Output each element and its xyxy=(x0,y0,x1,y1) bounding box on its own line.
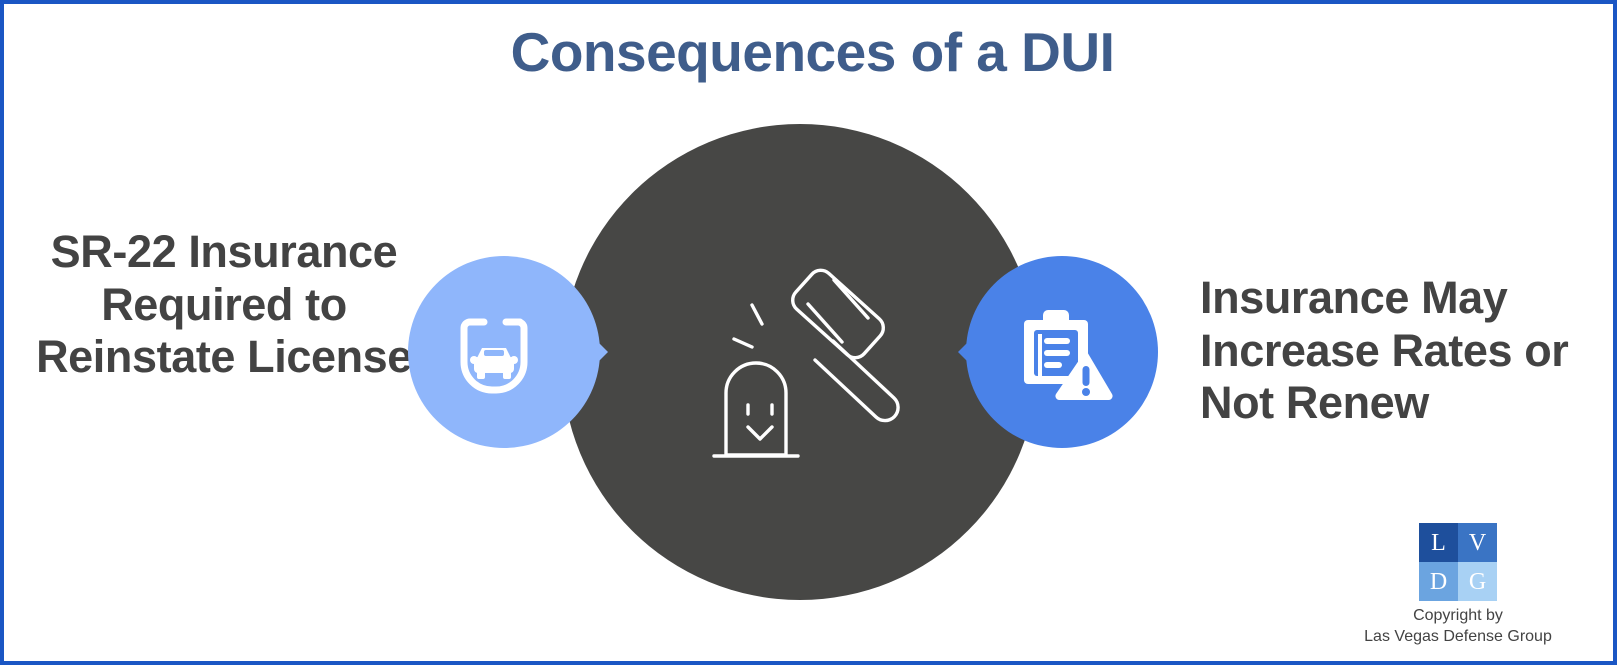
gavel-striking-tombstone-icon xyxy=(712,268,900,458)
left-consequence-label: SR-22 Insurance Required to Reinstate Li… xyxy=(36,226,412,383)
right-badge xyxy=(958,256,1158,448)
copyright-line-1: Copyright by xyxy=(1413,607,1503,625)
page-title: Consequences of a DUI xyxy=(510,21,1115,83)
right-consequence-label: Insurance May Increase Rates or Not Rene… xyxy=(1200,272,1569,429)
center-circle xyxy=(562,124,1038,600)
copyright-line-2: Las Vegas Defense Group xyxy=(1364,627,1552,645)
clipboard-warning-icon xyxy=(1024,310,1113,401)
car-badge-icon xyxy=(460,318,528,394)
left-badge xyxy=(408,256,608,448)
logo-cell-v: V xyxy=(1458,523,1497,563)
logo-cell-l: L xyxy=(1419,523,1458,563)
lvdg-logo: L V D G xyxy=(1419,523,1497,602)
logo-cell-d: D xyxy=(1419,562,1458,602)
logo-block: L V D G Copyright by Las Vegas Defense G… xyxy=(1333,523,1583,647)
logo-cell-g: G xyxy=(1458,562,1497,602)
